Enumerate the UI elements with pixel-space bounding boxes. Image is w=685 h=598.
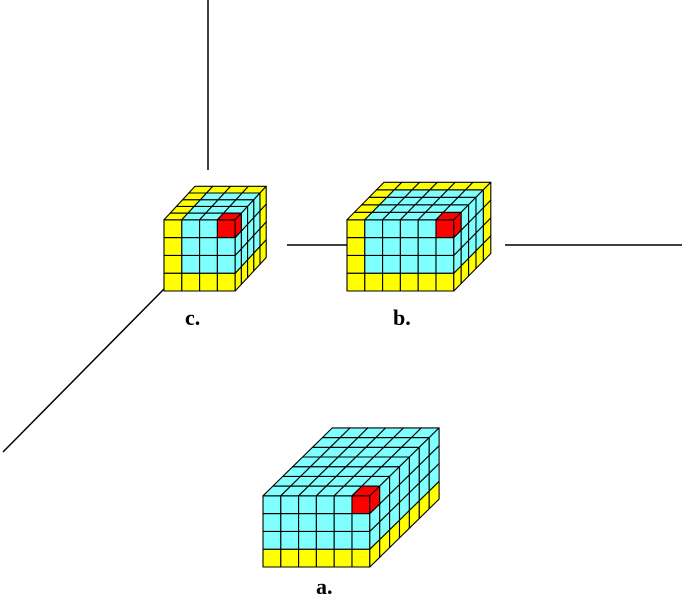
front-cell (216, 219, 236, 239)
side-cell (428, 427, 440, 456)
front-cell (181, 237, 201, 256)
front-cell (280, 530, 300, 550)
front-cell (333, 513, 353, 532)
front-cell (333, 530, 353, 550)
front-cell (163, 219, 183, 239)
front-cell (262, 513, 282, 532)
side-cell (259, 185, 267, 212)
front-cell (399, 254, 419, 274)
block-c (163, 185, 267, 292)
front-cell (351, 530, 371, 550)
front-cell (364, 272, 384, 292)
front-cell (315, 513, 335, 532)
front-cell (351, 548, 371, 568)
front-cell (435, 219, 455, 239)
front-cell (435, 272, 455, 292)
front-cell (163, 254, 183, 274)
front-cell (199, 237, 218, 256)
front-cell (280, 548, 300, 568)
front-cell (216, 272, 236, 292)
front-cell (216, 237, 236, 256)
front-cell (315, 495, 335, 515)
front-cell (399, 272, 419, 292)
front-cell (315, 548, 335, 568)
front-cell (364, 219, 384, 239)
front-cell (262, 548, 282, 568)
front-cell (351, 513, 371, 532)
front-cell (298, 513, 317, 532)
front-cell (181, 219, 201, 239)
front-cell (315, 530, 335, 550)
front-cell (346, 254, 366, 274)
front-cell (216, 254, 236, 274)
front-cell (417, 254, 437, 274)
block-a (262, 427, 440, 568)
label-b: b. (393, 305, 411, 330)
front-cell (163, 237, 183, 256)
front-cell (417, 219, 437, 239)
front-cell (333, 548, 353, 568)
front-cell (351, 495, 371, 515)
front-cell (417, 237, 437, 256)
label-c: c. (185, 305, 200, 330)
front-cell (298, 495, 317, 515)
front-cell (417, 272, 437, 292)
side-cell (482, 181, 492, 209)
front-cell (199, 219, 218, 239)
front-cell (364, 237, 384, 256)
front-cell (435, 237, 455, 256)
front-cell (382, 254, 401, 274)
front-cell (181, 272, 201, 292)
front-cell (382, 219, 401, 239)
front-cell (298, 530, 317, 550)
front-cell (199, 254, 218, 274)
block-b (346, 181, 492, 292)
front-cell (364, 254, 384, 274)
front-cell (280, 513, 300, 532)
front-cell (435, 254, 455, 274)
front-cell (262, 530, 282, 550)
front-cell (181, 254, 201, 274)
axis-diagonal (2, 287, 166, 453)
label-a: a. (316, 574, 333, 598)
front-cell (262, 495, 282, 515)
front-cell (199, 272, 218, 292)
front-cell (382, 237, 401, 256)
front-cell (346, 219, 366, 239)
front-cell (399, 237, 419, 256)
front-cell (333, 495, 353, 515)
front-cell (163, 272, 183, 292)
coordinate-axes (2, 0, 682, 453)
front-cell (280, 495, 300, 515)
front-cell (346, 272, 366, 292)
front-cell (298, 548, 317, 568)
front-cell (346, 237, 366, 256)
front-cell (399, 219, 419, 239)
front-cell (382, 272, 401, 292)
